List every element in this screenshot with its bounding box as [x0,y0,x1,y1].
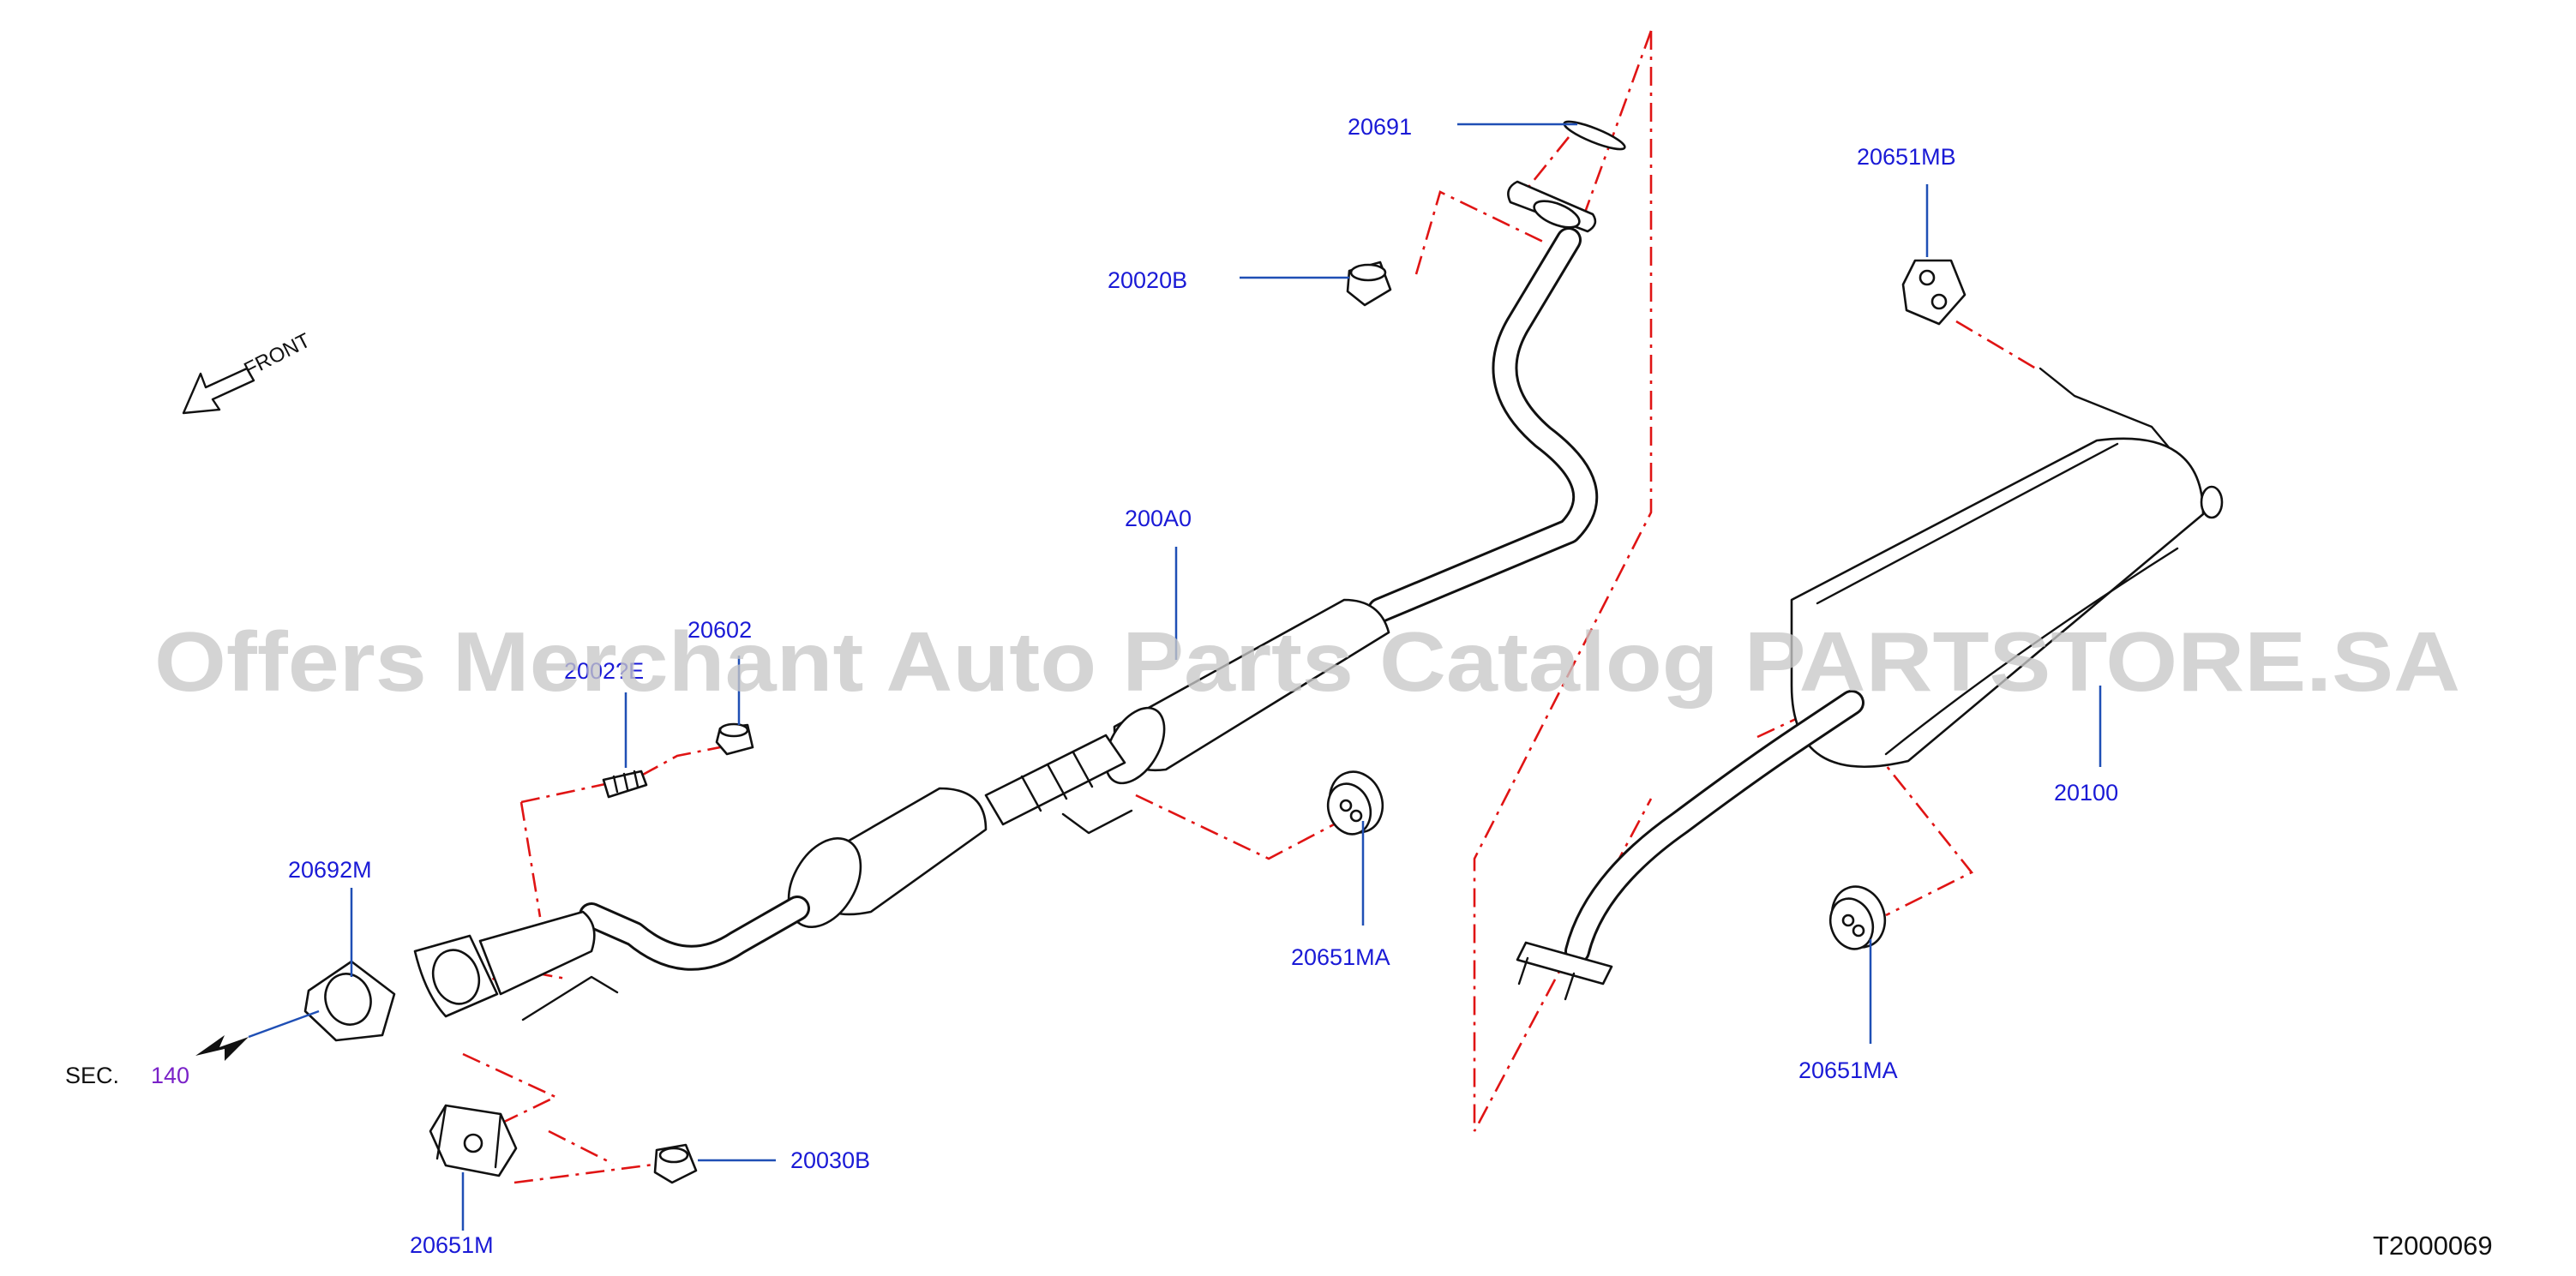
section-number-link[interactable]: 140 [151,1063,189,1088]
nut-20030b [653,1143,698,1184]
section-arrow-icon [195,1035,249,1061]
diagram-code: T2000069 [2373,1231,2493,1261]
nut-20020b [1346,261,1392,307]
part-label-200a0[interactable]: 200A0 [1125,506,1192,531]
front-label: FRONT [240,329,314,382]
insulator-20651ma-mid [1326,770,1384,836]
section-prefix: SEC. [65,1063,119,1088]
section-reference: SEC. 140 [65,1063,189,1088]
front-arrow-icon [182,367,255,415]
bracket-20651m [429,1104,518,1177]
part-label-20691[interactable]: 20691 [1348,114,1412,140]
gasket-20691 [1563,120,1626,151]
gasket-20692m [303,960,396,1042]
bolt-20602 [715,722,754,756]
insulator-20651ma-right [1828,885,1887,950]
part-label-20651m[interactable]: 20651M [410,1232,494,1258]
front-direction-indicator: FRONT [182,329,315,415]
part-labels: 20691 20020B 20651MB 200A0 20602 2002?E … [288,114,2118,1258]
front-exhaust-tube-assembly [413,180,1599,1021]
leader-lines [195,123,2102,1231]
part-label-20651ma-right[interactable]: 20651MA [1798,1057,1898,1083]
main-muffler-assembly [1516,367,2224,1001]
part-label-20030b[interactable]: 20030B [790,1147,870,1173]
part-label-20020b[interactable]: 20020B [1108,267,1187,293]
part-label-2002e[interactable]: 2002?E [564,658,644,684]
hanger-20651mb [1901,259,1967,326]
part-label-20692m[interactable]: 20692M [288,857,372,883]
watermark-text: Offers Merchant Auto Parts Catalog PARTS… [154,614,2460,709]
stud-2002e [602,770,648,799]
part-label-20602[interactable]: 20602 [688,617,752,643]
part-label-20651ma-mid[interactable]: 20651MA [1291,944,1390,970]
part-label-20100[interactable]: 20100 [2054,780,2118,806]
part-label-20651mb[interactable]: 20651MB [1857,144,1956,170]
